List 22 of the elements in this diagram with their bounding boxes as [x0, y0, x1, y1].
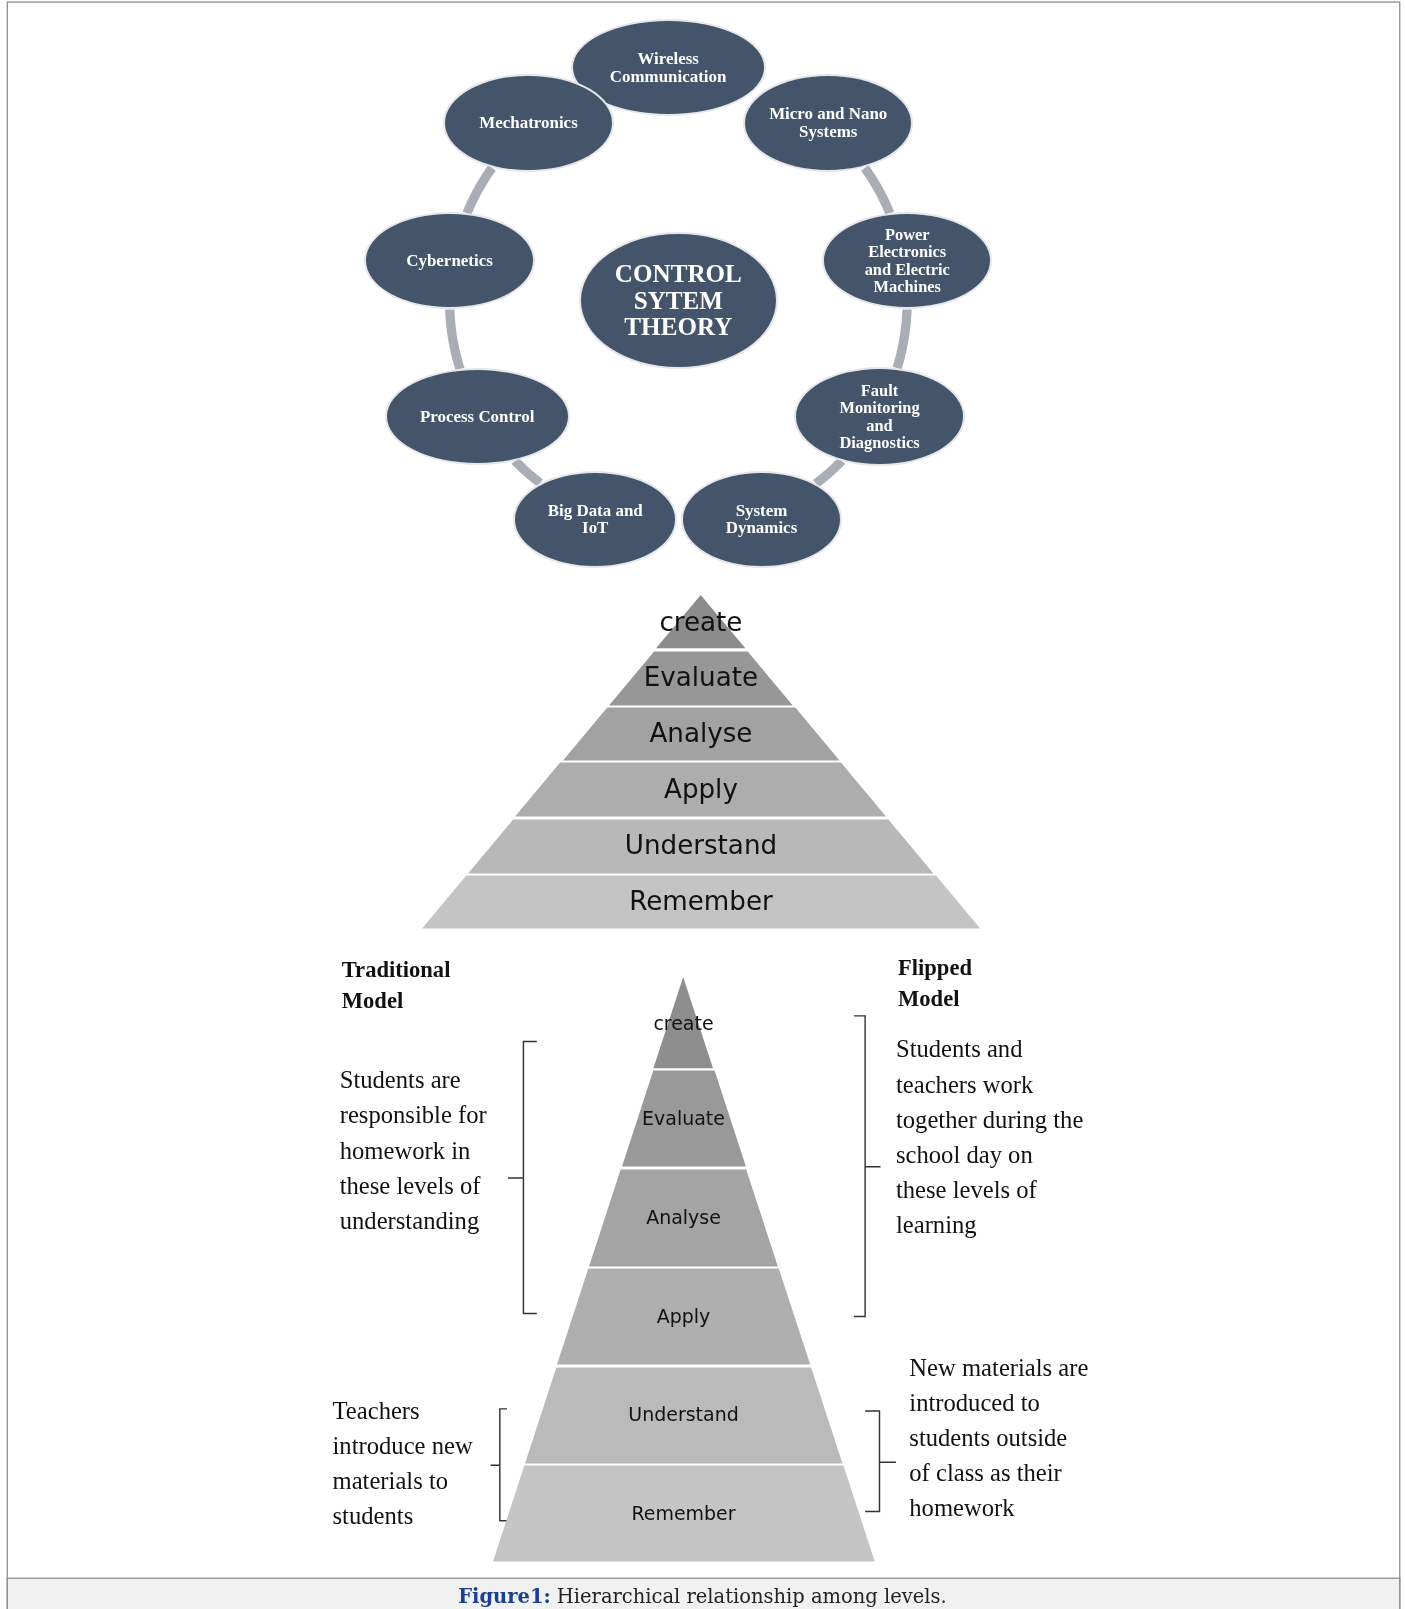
topic-ellipse: System Dynamics	[681, 471, 842, 568]
topic-ellipse: Wireless Communication	[570, 19, 766, 116]
pyramid-level: Remember	[421, 873, 981, 929]
pyramid-level: Evaluate	[621, 1068, 746, 1167]
topic-ellipse: Cybernetics	[364, 212, 535, 309]
pyramid-level: Apply	[515, 760, 887, 817]
pyramid-level: Remember	[492, 1463, 875, 1562]
description-text: Students are responsible for homework in these levels of understanding	[339, 1065, 488, 1236]
pyramid-level: Analyse	[562, 705, 840, 761]
topic-ellipse: Big Data and IoT	[513, 471, 678, 568]
model-heading: Traditional Model	[341, 956, 452, 1016]
topic-ellipse: Fault Monitoring and Diagnostics	[794, 367, 965, 466]
center-ellipse: CONTROL SYTEM THEORY	[578, 231, 778, 370]
topic-ellipse: Process Control	[384, 368, 570, 465]
description-text: Teachers introduce new materials to students	[332, 1395, 474, 1532]
description-text: Students and teachers work together during the school day on these levels of learning	[895, 1034, 1085, 1241]
topic-ellipse: Power Electronics and Electric Machines	[822, 212, 993, 309]
figure-caption: Figure1: Hierarchical relationship among levels.	[458, 1584, 947, 1608]
topic-ellipse: Micro and Nano Systems	[743, 73, 914, 173]
model-heading: Flipped Model	[898, 954, 973, 1014]
pyramid-level: Apply	[556, 1266, 811, 1365]
description-text: New materials are introduced to students outside of class as their homework	[909, 1352, 1089, 1524]
